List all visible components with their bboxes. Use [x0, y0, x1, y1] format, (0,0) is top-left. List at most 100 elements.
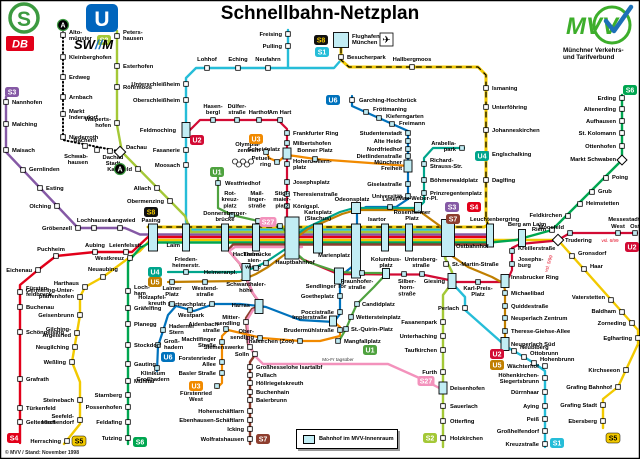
station-label: Tutzing: [102, 436, 123, 442]
station-label: Isartor: [368, 217, 387, 223]
line-badge-label: U3: [192, 384, 201, 391]
station-marker: [215, 180, 221, 186]
line-badge-label: S7: [259, 437, 268, 444]
line-badge-label: S4: [470, 205, 479, 212]
station-marker: [125, 378, 131, 384]
station-label: Zorneding: [598, 321, 627, 327]
station-label: Hohenzollern-platz: [293, 159, 332, 171]
station-marker: [274, 159, 280, 165]
station-marker: [629, 320, 635, 326]
station-label: Fröttmaning: [373, 107, 407, 113]
line-badge-S6: [133, 437, 147, 447]
station-marker: [277, 223, 283, 229]
station-marker: [247, 344, 253, 350]
line-badge-label: S2: [426, 436, 435, 443]
station-label: Quiddestraße: [511, 304, 549, 310]
station-label: Hallbergmoos: [393, 57, 432, 63]
line-badge-U5: [148, 277, 162, 287]
station-label: Baierbrunn: [256, 398, 287, 404]
station-marker: [405, 138, 411, 144]
station-label: Nordfriedhof: [367, 147, 402, 153]
station-label: Schöngeising: [26, 330, 64, 336]
station-marker: [183, 162, 189, 168]
line-badge-label: U4: [151, 270, 160, 277]
line-badge-U2: [625, 242, 639, 252]
station-label: Trudering: [565, 238, 592, 244]
mvv-logo-checkmark: [603, 4, 634, 34]
station-label: Wolfratshausen: [201, 437, 245, 443]
station-marker: [337, 327, 343, 333]
station-marker: [483, 85, 489, 91]
legend-label: Bahnhof im MVV-Innenraum: [319, 436, 394, 442]
station-marker: [569, 253, 575, 259]
station-label: Hackerbrücke: [233, 252, 272, 258]
station-marker: [154, 365, 160, 371]
line-badge-label: U6: [329, 98, 338, 105]
station-label: Fasanerie: [153, 148, 181, 154]
copyright: © MVV / Stand: November 1998: [5, 450, 79, 456]
line-badge-S4: [467, 202, 481, 212]
line-badge-U6: [161, 352, 175, 362]
station-marker: [125, 361, 131, 367]
station-marker: [214, 383, 220, 389]
station-label: Kleinberghofen: [69, 55, 112, 61]
station-marker: [549, 227, 555, 233]
station-marker: [17, 405, 23, 411]
station-marker: [509, 261, 515, 267]
station-label: Kirchseeon: [588, 368, 620, 374]
station-label: Neuaubing: [88, 267, 118, 273]
station-marker: [60, 94, 66, 100]
station-label: West: [611, 224, 625, 230]
line-badge-label: A: [60, 23, 65, 30]
station-label: Eching: [228, 57, 248, 63]
station-label: Gröbenzell: [42, 226, 72, 232]
station-marker: [285, 43, 291, 49]
station-label: Aubing: [85, 243, 105, 249]
station-label: Deisenhofen: [450, 386, 485, 392]
station-label: Eichenau: [6, 268, 32, 274]
station-label: Gauting: [134, 362, 156, 368]
station-marker: [509, 248, 515, 254]
line-badge-label: U2: [628, 245, 637, 252]
station-label: Obermenzing: [127, 199, 164, 205]
station-marker: [209, 301, 215, 307]
station-marker: [125, 392, 131, 398]
station-label: Westpark: [178, 313, 205, 319]
station-label: Hohenbrunn: [540, 357, 575, 363]
airport-icon-box: [379, 32, 394, 47]
station-marker: [619, 95, 625, 101]
station-label: Pulling: [263, 44, 283, 50]
station-marker: [77, 312, 83, 318]
olympic-rings-icon: [235, 161, 243, 168]
station-label: Geltendorf: [26, 420, 55, 426]
station-label: Milbertshofen: [293, 141, 331, 147]
station-label: Steinebach: [43, 398, 74, 404]
station-label: Freimann: [399, 121, 426, 127]
station-label: Unterhaching: [400, 334, 438, 340]
station-label: Lohhof: [197, 57, 217, 63]
station-label: Niederroth: [69, 135, 99, 141]
station-label: Petuel-ring: [252, 156, 272, 168]
station-marker: [440, 418, 446, 424]
station-label: Groß-hadern: [164, 339, 184, 351]
station-label: Röhrmoos: [123, 85, 152, 91]
station-marker: [3, 99, 9, 105]
station-marker: [297, 338, 303, 344]
station-label: Feldkirchen: [529, 213, 562, 219]
station-label: Aufhausen: [586, 119, 616, 125]
station-marker: [247, 372, 253, 378]
station-marker: [82, 143, 88, 149]
station-label: Höhenkirchen-Siegertsbrunn: [498, 373, 539, 385]
station-label: Gilching-Argelsried: [42, 327, 71, 339]
station-label: Germering-Unter-pfaffenhofen: [26, 288, 75, 300]
station-box: [500, 274, 510, 288]
station-marker: [60, 32, 66, 38]
station-marker: [542, 375, 548, 381]
station-marker: [204, 65, 210, 71]
station-label: Icking: [227, 427, 244, 433]
station-label: Baldham: [592, 309, 616, 315]
station-label: Josephs-burg: [518, 257, 544, 269]
